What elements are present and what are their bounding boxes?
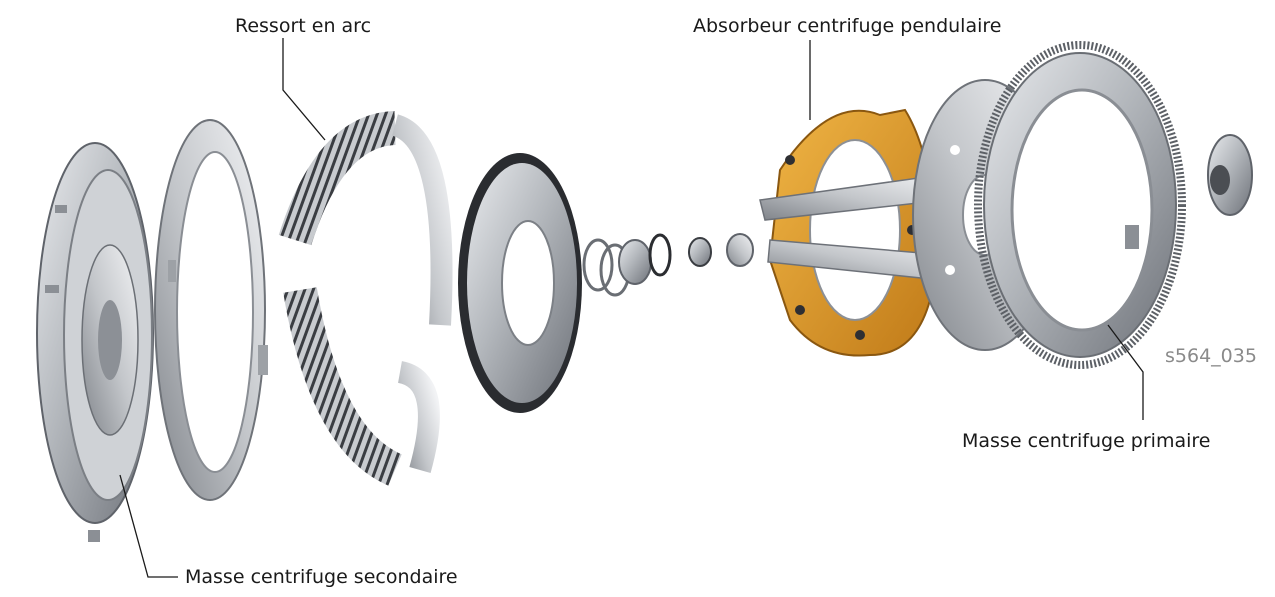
flange-ring: [458, 153, 582, 413]
label-secondary-mass: Masse centrifuge secondaire: [185, 568, 458, 587]
label-primary-mass: Masse centrifuge primaire: [962, 432, 1210, 451]
hub: [1208, 135, 1252, 215]
arc-spring: [295, 125, 442, 470]
leader-secondary-mass: [120, 475, 178, 577]
secondary-mass: [37, 143, 153, 542]
bearing-parts: [584, 234, 753, 295]
figure-id: s564_035: [1165, 347, 1257, 366]
label-pendulum-absorber: Absorbeur centrifuge pendulaire: [693, 17, 1001, 36]
leader-arc-spring: [283, 38, 325, 140]
cover-plate: [155, 120, 268, 500]
label-arc-spring: Ressort en arc: [235, 17, 371, 36]
